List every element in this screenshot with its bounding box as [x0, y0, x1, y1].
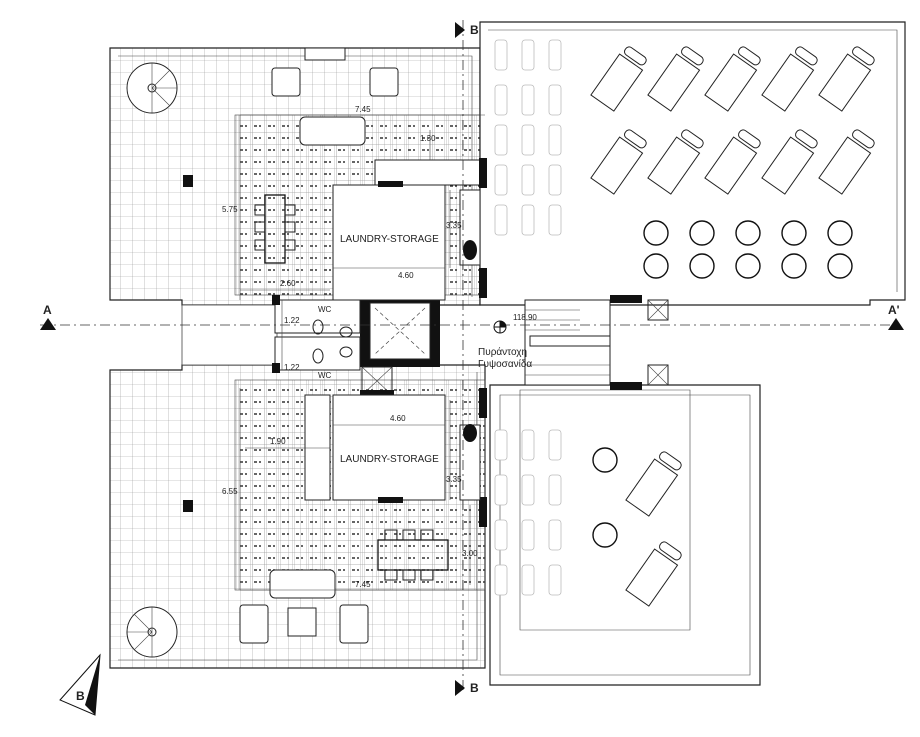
- columns: [183, 175, 487, 512]
- room-label-laundry-bottom: LAUNDRY-STORAGE: [340, 454, 439, 465]
- dim-top-laundry-width: 4.60: [398, 271, 414, 280]
- dim-bottom-kitchen: 1.90: [270, 437, 286, 446]
- dim-wc-bottom: 1.22: [284, 363, 300, 372]
- section-label-b-top: B: [470, 23, 479, 37]
- dim-level: 118.90: [513, 313, 537, 322]
- section-label-b-bottom: B: [470, 681, 479, 695]
- dim-top-dining: 2.60: [280, 279, 296, 288]
- planters: [494, 39, 562, 596]
- room-label-laundry-top: LAUNDRY-STORAGE: [340, 234, 439, 245]
- section-label-a: A: [43, 303, 52, 317]
- lounge-furniture: [239, 47, 399, 644]
- dim-bottom-laundry-width: 4.60: [390, 414, 406, 423]
- outdoor-tables: [592, 220, 853, 548]
- room-label-wc-bottom: WC: [318, 371, 332, 380]
- stairwell: [524, 295, 669, 390]
- north-arrow-label: B: [76, 689, 85, 703]
- dim-bottom-laundry-height: 3.35: [446, 475, 462, 484]
- elevator: [360, 295, 440, 396]
- dim-top-laundry-height: 3.35: [446, 221, 462, 230]
- wc-rooms: [272, 295, 361, 373]
- fire-board-label-2: Γυψοσανίδα: [478, 358, 532, 370]
- dim-bottom-width: 7.45: [355, 580, 371, 589]
- laundry-room-bottom: [304, 394, 487, 527]
- dim-bottom-left-height: 6.55: [222, 487, 238, 496]
- dim-bottom-dining: 3.00: [462, 549, 478, 558]
- dining-table-top: [254, 194, 296, 264]
- dim-wc-top: 1.22: [284, 316, 300, 325]
- dim-top-kitchen: 1.30: [420, 134, 436, 143]
- dimension-lines: [239, 114, 485, 591]
- north-arrow: [59, 653, 101, 716]
- spiral-stairs: [126, 62, 178, 658]
- section-markers: [40, 22, 904, 696]
- section-label-a-prime: A': [888, 303, 900, 317]
- dim-top-width: 7.45: [355, 105, 371, 114]
- fire-board-label-1: Πυράντοχη: [478, 346, 527, 358]
- dim-top-left-height: 5.75: [222, 205, 238, 214]
- dining-table-bottom: [377, 529, 449, 581]
- connecting-passage: [181, 304, 278, 366]
- room-label-wc-top: WC: [318, 305, 332, 314]
- sun-loungers: [590, 46, 875, 607]
- laundry-room-top: [332, 158, 487, 301]
